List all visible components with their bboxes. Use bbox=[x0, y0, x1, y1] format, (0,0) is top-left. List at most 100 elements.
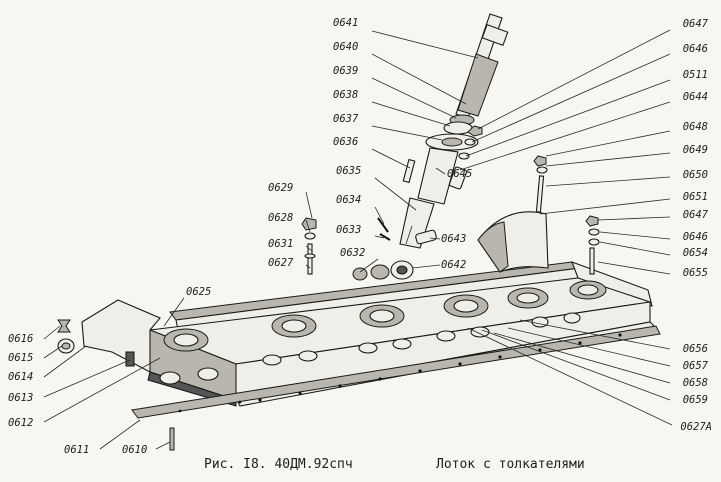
pusher-seat-4-bore bbox=[453, 299, 479, 313]
guide-sleeve bbox=[417, 147, 459, 205]
leader-c0635 bbox=[374, 177, 417, 211]
callout-c0639: 0639 bbox=[333, 65, 358, 77]
callout-c0657: 0657 bbox=[683, 360, 709, 372]
leader-c0651 bbox=[539, 198, 671, 215]
boss-6 bbox=[392, 338, 412, 350]
leader-c0511 bbox=[465, 79, 671, 157]
bolt-0636 bbox=[402, 158, 416, 184]
stud-0627 bbox=[307, 243, 313, 275]
leader-c0650 bbox=[545, 176, 671, 187]
callout-c0629: 0629 bbox=[268, 182, 293, 194]
cover-group bbox=[477, 155, 600, 275]
boss-5 bbox=[358, 342, 378, 354]
leader-c0631 bbox=[305, 245, 313, 252]
leader-c0629 bbox=[305, 191, 313, 219]
callout-c0631: 0631 bbox=[268, 238, 293, 250]
callout-c0658: 0658 bbox=[683, 377, 708, 389]
leader-c0656 bbox=[519, 319, 671, 350]
callout-c0636: 0636 bbox=[333, 136, 358, 148]
callout-c0625: 0625 bbox=[186, 286, 211, 298]
leader-c0628 bbox=[305, 219, 311, 233]
leader-c0640 bbox=[371, 53, 467, 105]
callout-c0651: 0651 bbox=[683, 191, 708, 203]
stud-collar bbox=[304, 253, 316, 259]
callout-c0627A: 0627A bbox=[680, 421, 712, 433]
pusher-seat-6-bore bbox=[577, 284, 599, 296]
tray-left-plug bbox=[125, 351, 135, 367]
callout-c0655: 0655 bbox=[683, 267, 708, 279]
callout-c0613: 0613 bbox=[8, 392, 33, 404]
roller-0642-bore bbox=[396, 265, 408, 275]
callout-c0646b: 0646 bbox=[683, 231, 708, 243]
pusher-seat-3-bore bbox=[369, 309, 395, 323]
callout-c0612: 0612 bbox=[8, 417, 33, 429]
leader-c0646b bbox=[599, 231, 671, 240]
washer-0511 bbox=[458, 152, 470, 160]
bolt-0644 bbox=[448, 166, 468, 190]
leader-c0645 bbox=[435, 167, 446, 175]
leader-c0611 bbox=[99, 419, 141, 450]
boss-1 bbox=[159, 371, 181, 385]
front-strip bbox=[131, 321, 661, 419]
callout-c0647a: 0647 bbox=[683, 18, 709, 30]
leader-c0643 bbox=[429, 237, 441, 240]
pusher-seat-5-bore bbox=[516, 292, 540, 304]
washer-0654 bbox=[588, 238, 600, 246]
washer-0631 bbox=[304, 232, 316, 240]
figure-caption: Рис. I8. 40ДМ.92спч bbox=[204, 457, 353, 472]
callout-c0643: 0643 bbox=[441, 233, 466, 245]
callout-layer: 0641064006390638063706360635063406330632… bbox=[8, 17, 712, 456]
figure-title: Лоток с толкателями bbox=[436, 457, 585, 472]
leader-c0657 bbox=[507, 327, 671, 367]
callout-c0610: 0610 bbox=[122, 444, 147, 456]
callout-c0637: 0637 bbox=[333, 113, 359, 125]
leader-c0614 bbox=[43, 345, 87, 378]
stud-0655 bbox=[589, 247, 595, 275]
bush-0632b bbox=[370, 264, 390, 280]
leader-c0610 bbox=[155, 441, 171, 450]
cover-0651-side bbox=[477, 221, 509, 273]
leader-c0647b bbox=[597, 216, 671, 221]
leader-c0639 bbox=[371, 77, 457, 119]
leader-c0659 bbox=[481, 329, 671, 401]
leader-c0638 bbox=[371, 101, 451, 127]
nut-0647b bbox=[585, 215, 599, 227]
leader-c0654 bbox=[599, 241, 671, 256]
callout-c0615: 0615 bbox=[8, 352, 33, 364]
leader-c0641 bbox=[371, 30, 479, 59]
fitting-0616 bbox=[57, 319, 71, 333]
leader-c0644 bbox=[459, 101, 671, 171]
leader-c0646a bbox=[471, 53, 671, 143]
pusher-seats bbox=[159, 280, 607, 385]
callout-c0611: 0611 bbox=[64, 444, 89, 456]
boss-4 bbox=[298, 350, 318, 362]
leader-c0616 bbox=[43, 325, 61, 340]
callout-c0632: 0632 bbox=[340, 247, 365, 259]
boss-10 bbox=[563, 312, 581, 324]
left-stud-group bbox=[301, 217, 317, 275]
nut-0648 bbox=[533, 155, 547, 167]
rod-tube bbox=[457, 53, 499, 117]
rod-upper-collar bbox=[481, 23, 509, 47]
stud-0650 bbox=[535, 175, 545, 213]
pusher-assembly bbox=[352, 13, 509, 281]
strip-holes bbox=[178, 333, 622, 413]
leader-c0648 bbox=[545, 130, 671, 157]
leader-c0633 bbox=[374, 235, 385, 239]
leader-c0625 bbox=[163, 297, 185, 327]
leader-c0636 bbox=[371, 148, 411, 169]
roller-pin-0643 bbox=[415, 229, 437, 245]
callout-c0640: 0640 bbox=[333, 41, 358, 53]
callout-c0654: 0654 bbox=[683, 247, 708, 259]
bush-0632a bbox=[352, 267, 368, 281]
nut-0628 bbox=[301, 217, 317, 231]
perforated-strip-lower bbox=[131, 325, 661, 419]
boss-8 bbox=[470, 326, 490, 338]
flange-bore bbox=[441, 137, 463, 147]
washer-0646 bbox=[464, 138, 476, 146]
washer-0649 bbox=[536, 166, 548, 174]
plug-0615-core bbox=[61, 342, 71, 350]
leader-c0649 bbox=[545, 152, 671, 167]
